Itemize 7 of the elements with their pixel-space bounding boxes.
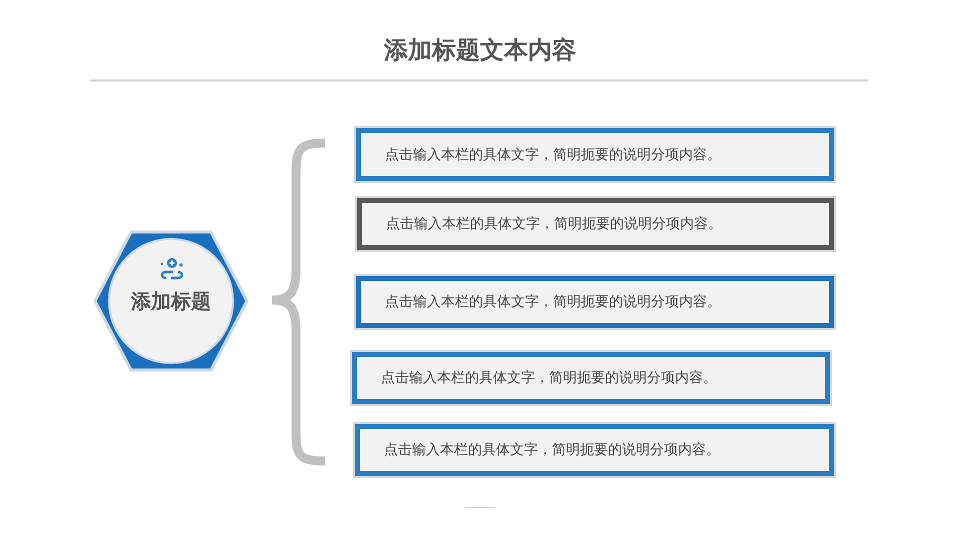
badge-title: 添加标题 — [130, 288, 212, 315]
text-box: 点击输入本栏的具体文字，简明扼要的说明分项内容。 — [352, 352, 830, 404]
text-box: 点击输入本栏的具体文字，简明扼要的说明分项内容。 — [355, 424, 834, 476]
title: 添加标题文本内容 — [382, 34, 577, 66]
text-box: 点击输入本栏的具体文字，简明扼要的说明分项内容。 — [356, 276, 834, 328]
text-box: 点击输入本栏的具体文字，简明扼要的说明分项内容。 — [356, 128, 834, 181]
text-box: 点击输入本栏的具体文字，简明扼要的说明分项内容。 — [357, 198, 834, 250]
